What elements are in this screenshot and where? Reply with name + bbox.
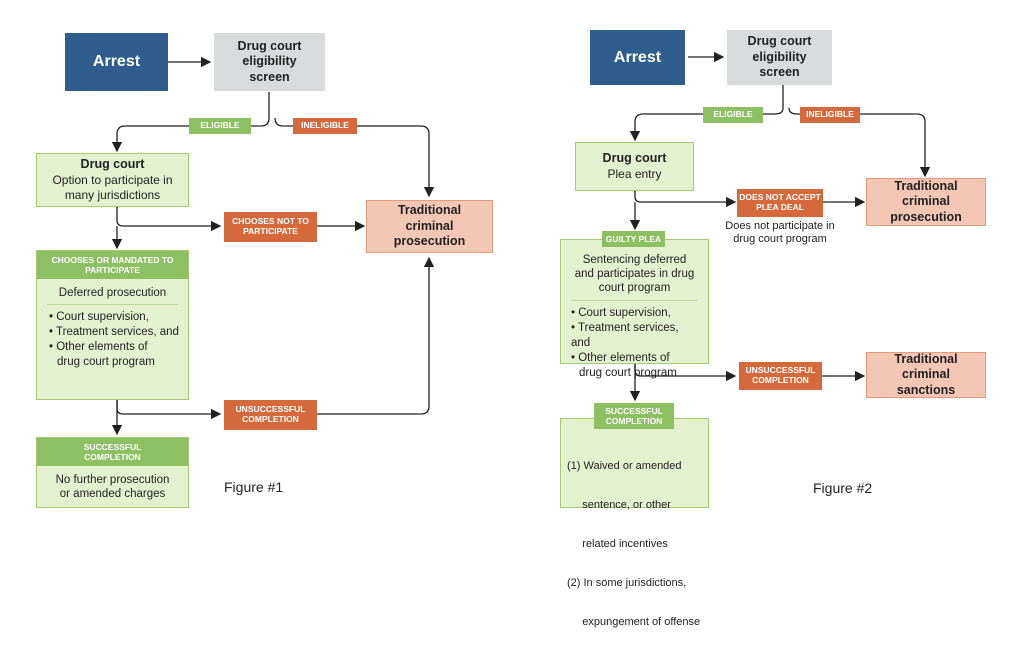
fig1-successful-header: SUCCESSFUL COMPLETION	[37, 438, 188, 466]
fig2-arrest-label: Arrest	[613, 48, 662, 66]
fig1-drug-court-text: Option to participate in many jurisdicti…	[52, 172, 173, 202]
fig1-arrest-box: Arrest	[65, 33, 168, 91]
fig1-chooses-not-tag: CHOOSES NOT TO PARTICIPATE	[224, 212, 317, 242]
list-item: (2) In some jurisdictions,	[567, 576, 687, 589]
fig1-eligible-tag: ELIGIBLE	[189, 118, 251, 134]
fig2-caption: Figure #2	[813, 480, 873, 496]
fig2-does-not-participate-note: Does not participate in drug court progr…	[725, 220, 835, 246]
fig2-ineligible-tag: INELIGIBLE	[800, 107, 860, 123]
fig1-caption: Figure #1	[224, 479, 284, 495]
list-item: drug court program	[57, 355, 155, 368]
list-item: • Court supervision,	[49, 311, 149, 323]
list-item: drug court program	[579, 366, 677, 379]
list-item: • Other elements of	[571, 351, 670, 364]
list-item: • Treatment services, and	[571, 321, 679, 349]
fig2-guilty-plea-box: Sentencing deferred and participates in …	[560, 239, 709, 379]
fig2-outcomes-list: (1) Waived or amended sentence, or other…	[561, 434, 708, 654]
fig1-mandated-header: CHOOSES OR MANDATED TO PARTICIPATE	[37, 251, 188, 279]
fig2-drug-court-text: Plea entry	[607, 166, 662, 181]
fig1-traditional-prosecution-box: Traditional criminal prosecution	[366, 200, 493, 253]
fig2-drug-court-box: Drug court Plea entry	[575, 142, 694, 191]
list-item: related incentives	[567, 537, 668, 550]
fig2-separator	[571, 300, 698, 302]
fig2-sentencing-text: Sentencing deferred and participates in …	[574, 254, 695, 295]
fig2-eligibility-screen-box: Drug court eligibility screen	[727, 30, 832, 85]
list-item: sentence, or other	[567, 498, 671, 511]
fig1-eligibility-screen-box: Drug court eligibility screen	[214, 33, 325, 91]
fig1-drug-court-title: Drug court	[80, 157, 145, 172]
fig2-traditional-prosecution-box: Traditional criminal prosecution	[866, 178, 986, 226]
fig2-traditional-sanctions-box: Traditional criminal sanctions	[866, 352, 986, 398]
flow-connectors	[111, 51, 931, 436]
fig2-eligibility-screen-label: Drug court eligibility screen	[747, 34, 812, 80]
fig2-successful-tag: SUCCESSFUL COMPLETION	[594, 403, 674, 429]
fig2-unsuccessful-tag: UNSUCCESSFUL COMPLETION	[739, 362, 822, 390]
fig2-does-not-accept-tag: DOES NOT ACCEPT PLEA DEAL	[737, 189, 823, 217]
fig2-successful-box: (1) Waived or amended sentence, or other…	[560, 418, 709, 628]
fig1-deferred-text: Deferred prosecution	[58, 287, 167, 299]
list-item: (1) Waived or amended	[567, 459, 682, 472]
fig1-drug-court-box: Drug court Option to participate in many…	[36, 153, 189, 207]
fig2-traditional-prosecution-label: Traditional criminal prosecution	[890, 178, 962, 224]
fig1-ineligible-tag: INELIGIBLE	[293, 118, 357, 134]
list-item: • Court supervision,	[571, 307, 671, 320]
fig2-arrest-box: Arrest	[590, 30, 685, 85]
fig1-arrest-label: Arrest	[92, 53, 141, 70]
fig1-elements-list: • Court supervision, • Treatment service…	[37, 310, 188, 370]
fig1-successful-box: SUCCESSFUL COMPLETION No further prosecu…	[36, 437, 189, 508]
fig1-traditional-prosecution-label: Traditional criminal prosecution	[393, 203, 466, 249]
list-item: expungement of offense	[567, 615, 701, 628]
list-item: • Other elements of	[49, 340, 148, 353]
fig1-unsuccessful-tag: UNSUCCESSFUL COMPLETION	[224, 400, 317, 430]
fig1-separator	[47, 304, 178, 305]
fig1-eligibility-screen-label: Drug court eligibility screen	[237, 38, 302, 84]
fig1-participate-box: CHOOSES OR MANDATED TO PARTICIPATE Defer…	[36, 250, 189, 400]
fig2-traditional-sanctions-label: Traditional criminal sanctions	[894, 351, 958, 397]
fig2-guilty-plea-tag: GUILTY PLEA	[602, 231, 665, 247]
fig2-drug-court-title: Drug court	[602, 151, 667, 166]
fig2-eligible-tag: ELIGIBLE	[703, 107, 763, 123]
fig1-successful-text: No further prosecution or amended charge…	[55, 474, 170, 501]
fig2-elements-list: • Court supervision, • Treatment service…	[561, 306, 708, 381]
list-item: • Treatment services, and	[49, 325, 179, 338]
